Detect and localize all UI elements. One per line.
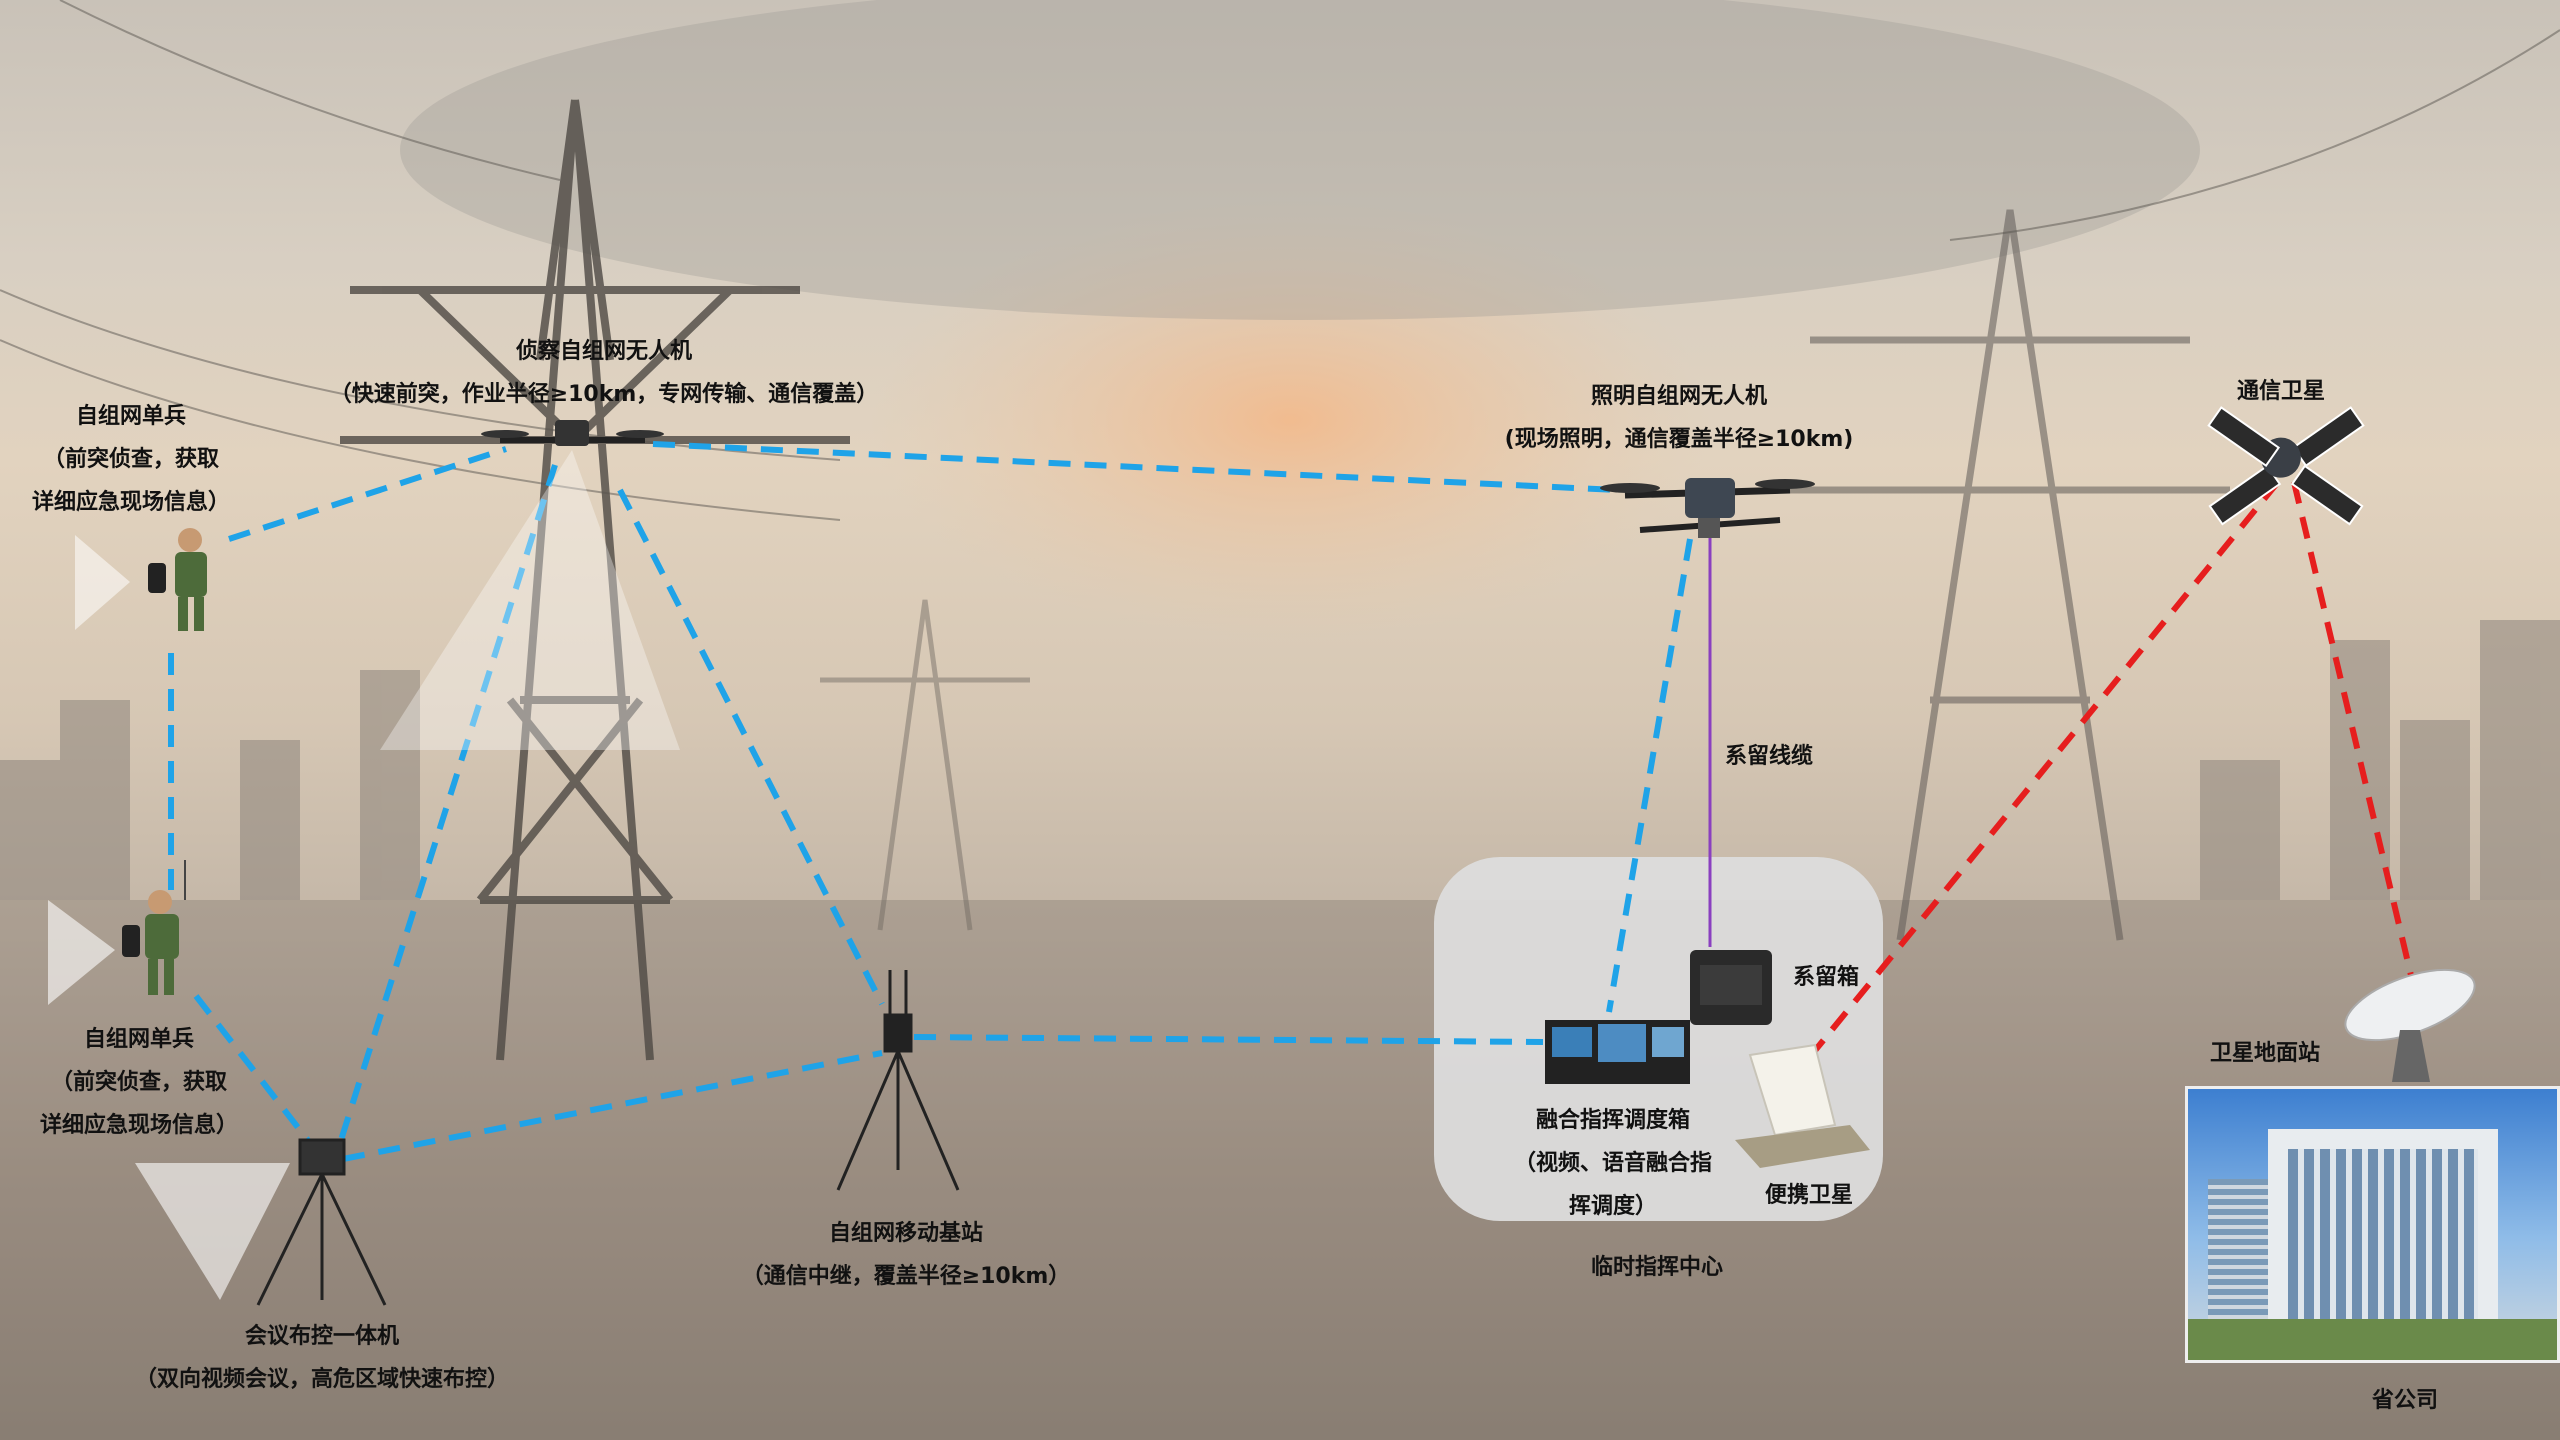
link-recon-base — [617, 488, 885, 1006]
power-tower-far — [820, 599, 1030, 931]
conference-unit-title: 会议布控一体机 — [244, 1324, 400, 1349]
recon-drone-title: 侦察自组网无人机 — [515, 339, 693, 364]
communication-satellite-icon-2 — [2207, 406, 2364, 526]
link-satellite-ground — [2291, 481, 2417, 989]
province-company-building-image — [2185, 1086, 2560, 1363]
communication-satellite-icon — [2208, 406, 2365, 526]
soldier-1-desc2: 详细应急现场信息） — [31, 490, 231, 515]
link-conference-base — [342, 1050, 883, 1162]
soldier-2-title: 自组网单兵 — [83, 1027, 195, 1052]
fusion-box-desc2: 挥调度） — [1568, 1194, 1658, 1219]
lighting-drone-desc: (现场照明，通信覆盖半径≥10km) — [1504, 427, 1854, 452]
fusion-box-title: 融合指挥调度箱 — [1535, 1108, 1691, 1133]
soldier-2-desc1: （前突侦查，获取 — [50, 1070, 228, 1095]
soldier-2-icon — [122, 860, 186, 995]
fusion-command-box-icon — [1545, 1020, 1690, 1084]
recon-drone-desc: （快速前突，作业半径≥10km，专网传输、通信覆盖） — [329, 382, 879, 407]
soldier1-signal-icon — [75, 535, 130, 630]
power-tower-right — [1790, 209, 2230, 941]
ground-station-label: 卫星地面站 — [2209, 1041, 2321, 1066]
soldier-1-title: 自组网单兵 — [75, 404, 187, 429]
tether-box-icon — [1690, 950, 1772, 1025]
soldier-1-label: 自组网单兵 （前突侦查，获取 详细应急现场信息） — [32, 395, 230, 524]
mobile-base-label: 自组网移动基站 （通信中继，覆盖半径≥10km） — [742, 1212, 1071, 1298]
link-base-fusion — [913, 1034, 1544, 1045]
lighting-drone-icon — [1600, 478, 1815, 538]
soldier-2-desc2: 详细应急现场信息） — [39, 1113, 239, 1138]
command-center-label: 临时指挥中心 — [1590, 1255, 1724, 1280]
soldier-2-label: 自组网单兵 （前突侦查，获取 详细应急现场信息） — [40, 1018, 238, 1147]
portable-satellite-label: 便携卫星 — [1764, 1183, 1854, 1208]
lighting-drone-title: 照明自组网无人机 — [1590, 384, 1767, 409]
province-company-label: 省公司 — [2371, 1388, 2439, 1413]
mobile-base-desc: （通信中继，覆盖半径≥10km） — [741, 1264, 1071, 1289]
conference-unit-desc: （双向视频会议，高危区域快速布控） — [134, 1367, 510, 1392]
recon-drone-icon — [481, 420, 664, 446]
lighting-drone-label: 照明自组网无人机 (现场照明，通信覆盖半径≥10km) — [1505, 375, 1854, 461]
recon-beam — [380, 450, 680, 750]
link-recon-conference — [332, 464, 558, 1160]
portable-satellite-icon — [1735, 1043, 1870, 1168]
link-satellite-portable — [1810, 480, 2281, 1055]
tether-box-label: 系留箱 — [1792, 965, 1860, 990]
comm-satellite-label: 通信卫星 — [2236, 379, 2326, 404]
link-recon-lighting — [652, 441, 1618, 493]
conference-signal-icon — [135, 1163, 290, 1300]
mobile-base-station-icon — [836, 970, 960, 1191]
link-lighting-fusion — [1606, 538, 1693, 1013]
fusion-box-desc1: （视频、语音融合指 — [1513, 1151, 1713, 1176]
mobile-base-title: 自组网移动基站 — [828, 1221, 984, 1246]
tether-cable-label: 系留线缆 — [1724, 744, 1814, 769]
link-soldier2-conference — [193, 994, 313, 1145]
soldier2-signal-icon — [48, 900, 115, 1005]
link-soldier1-recon — [228, 446, 507, 542]
conference-unit-label: 会议布控一体机 （双向视频会议，高危区域快速布控） — [135, 1315, 509, 1401]
conference-unit-icon — [256, 1138, 387, 1306]
satellite-ground-station-icon — [2344, 968, 2476, 1082]
fusion-box-label: 融合指挥调度箱 （视频、语音融合指 挥调度） — [1514, 1099, 1712, 1228]
soldier-1-icon — [148, 528, 207, 631]
soldier-1-desc1: （前突侦查，获取 — [42, 447, 220, 472]
recon-drone-label: 侦察自组网无人机 （快速前突，作业半径≥10km，专网传输、通信覆盖） — [330, 330, 879, 416]
